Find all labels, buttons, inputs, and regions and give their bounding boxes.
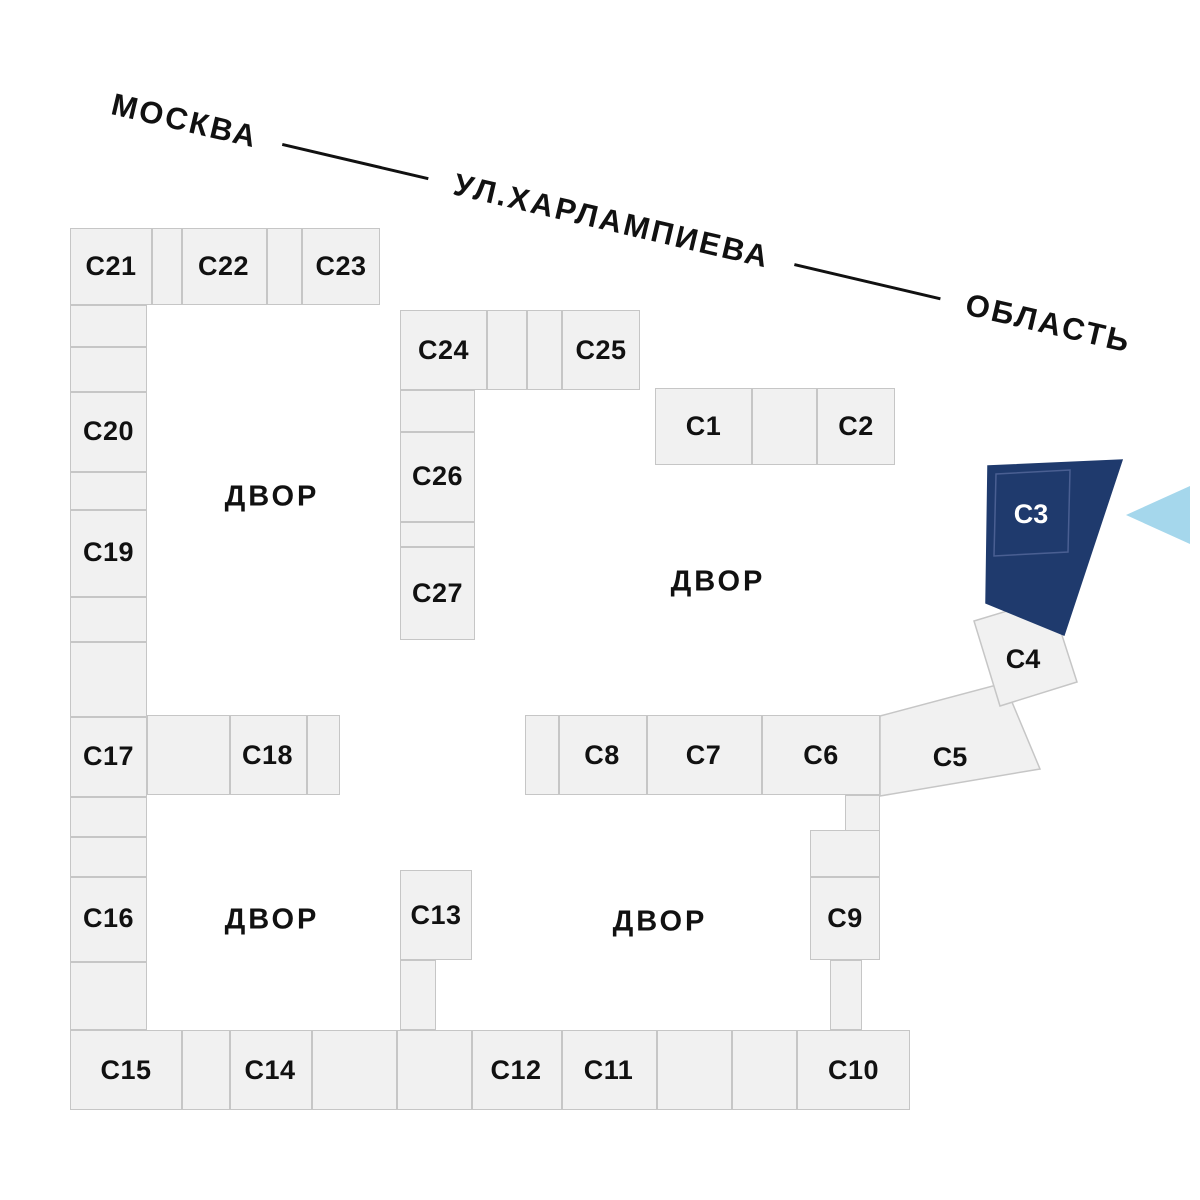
building-label-c20: С20	[82, 415, 135, 446]
section-divider	[796, 1031, 798, 1109]
building-wing-c24-c25[interactable]: С24 С25	[400, 310, 640, 390]
street-line	[282, 142, 430, 180]
section-divider	[301, 229, 303, 304]
building-label-c13: С13	[410, 899, 462, 930]
section-divider	[229, 1031, 231, 1109]
building-label-c18: С18	[241, 739, 294, 770]
section-divider	[71, 346, 146, 348]
building-stem-c13	[400, 960, 436, 1030]
section-divider	[526, 311, 528, 389]
building-label-c26: С26	[411, 460, 464, 491]
building-label-c1: С1	[685, 411, 722, 441]
building-label-c7: С7	[685, 739, 722, 770]
section-divider	[181, 1031, 183, 1109]
section-divider	[71, 596, 146, 598]
building-label-c8: С8	[584, 739, 620, 770]
building-wing-c1-c2[interactable]: С1 С2	[655, 388, 895, 465]
building-label-c10: С10	[827, 1054, 880, 1085]
street-region-label: ОБЛАСТЬ	[962, 286, 1135, 360]
building-label-c12: С12	[490, 1054, 542, 1085]
section-divider	[266, 229, 268, 304]
section-divider	[71, 836, 146, 838]
section-divider	[181, 229, 183, 304]
building-label-c3: С3	[1014, 499, 1049, 529]
section-divider	[71, 471, 146, 473]
building-wing-c18[interactable]: С18	[147, 715, 340, 795]
building-block-c9[interactable]: С9	[810, 830, 880, 960]
section-divider	[656, 1031, 658, 1109]
section-divider	[401, 431, 474, 433]
section-divider	[486, 311, 488, 389]
section-divider	[71, 796, 146, 798]
building-label-c4: С4	[1006, 644, 1041, 674]
section-divider	[306, 716, 308, 794]
courtyard-label: ДВОР	[224, 480, 320, 513]
section-divider	[751, 389, 753, 464]
building-label-c5: С5	[933, 742, 968, 772]
building-label-c19: С19	[82, 537, 135, 567]
section-divider	[71, 876, 146, 878]
building-label-c23: С23	[315, 251, 367, 281]
courtyard-label: ДВОР	[612, 905, 708, 938]
building-block-c3-selected[interactable]	[985, 459, 1124, 636]
section-divider	[993, 469, 1071, 557]
street-city-label: МОСКВА	[108, 86, 262, 155]
building-label-c11: С11	[583, 1054, 634, 1085]
building-wing-c6-c8[interactable]: С8 С7 С6	[525, 715, 880, 795]
courtyard-label: ДВОР	[670, 565, 766, 598]
building-label-c24: С24	[417, 334, 470, 365]
building-label-c9: С9	[827, 903, 863, 933]
section-divider	[396, 1031, 398, 1109]
slanted-buildings-group: С5 С4 С3	[879, 459, 1190, 797]
section-divider	[401, 546, 474, 548]
section-divider	[229, 716, 231, 794]
building-label-c22: С22	[197, 251, 250, 281]
building-label-c14: С14	[244, 1054, 296, 1085]
section-divider	[816, 389, 818, 464]
building-label-c16: С16	[82, 903, 135, 933]
building-wing-c21-c23[interactable]: С21 С22 С23	[70, 228, 380, 305]
building-label-c25: С25	[575, 334, 627, 365]
street-line	[794, 262, 942, 300]
section-divider	[561, 1031, 563, 1109]
selected-building-pointer-icon	[1126, 486, 1190, 544]
section-divider	[761, 716, 763, 794]
section-divider	[471, 1031, 473, 1109]
building-label-c15: С15	[100, 1054, 152, 1085]
building-label-c21: С21	[85, 251, 137, 281]
section-divider	[646, 716, 648, 794]
section-divider	[151, 229, 153, 304]
section-divider	[311, 1031, 313, 1109]
section-divider	[71, 509, 146, 511]
section-divider	[558, 716, 560, 794]
section-divider	[561, 311, 563, 389]
building-block-c13[interactable]: С13	[400, 870, 472, 960]
section-divider	[71, 641, 146, 643]
street-name-label: УЛ.ХАРЛАМПИЕВА	[450, 166, 774, 275]
building-wing-c26-c27[interactable]: С26 С27	[400, 390, 475, 640]
section-divider	[71, 961, 146, 963]
building-block-c5[interactable]	[879, 682, 1042, 797]
section-divider	[71, 716, 146, 718]
section-divider	[731, 1031, 733, 1109]
building-label-c27: С27	[411, 578, 464, 608]
section-divider	[401, 521, 474, 523]
section-divider	[811, 876, 879, 878]
building-label-c17: С17	[82, 740, 135, 771]
courtyard-label: ДВОР	[224, 903, 320, 936]
section-divider	[71, 391, 146, 393]
building-wing-c16-c20[interactable]: С20 С19 С17 С16	[70, 305, 147, 1030]
building-wing-c10-c15[interactable]: С15 С14 С12 С11 С10	[70, 1030, 910, 1110]
building-stem-c9	[830, 960, 862, 1030]
